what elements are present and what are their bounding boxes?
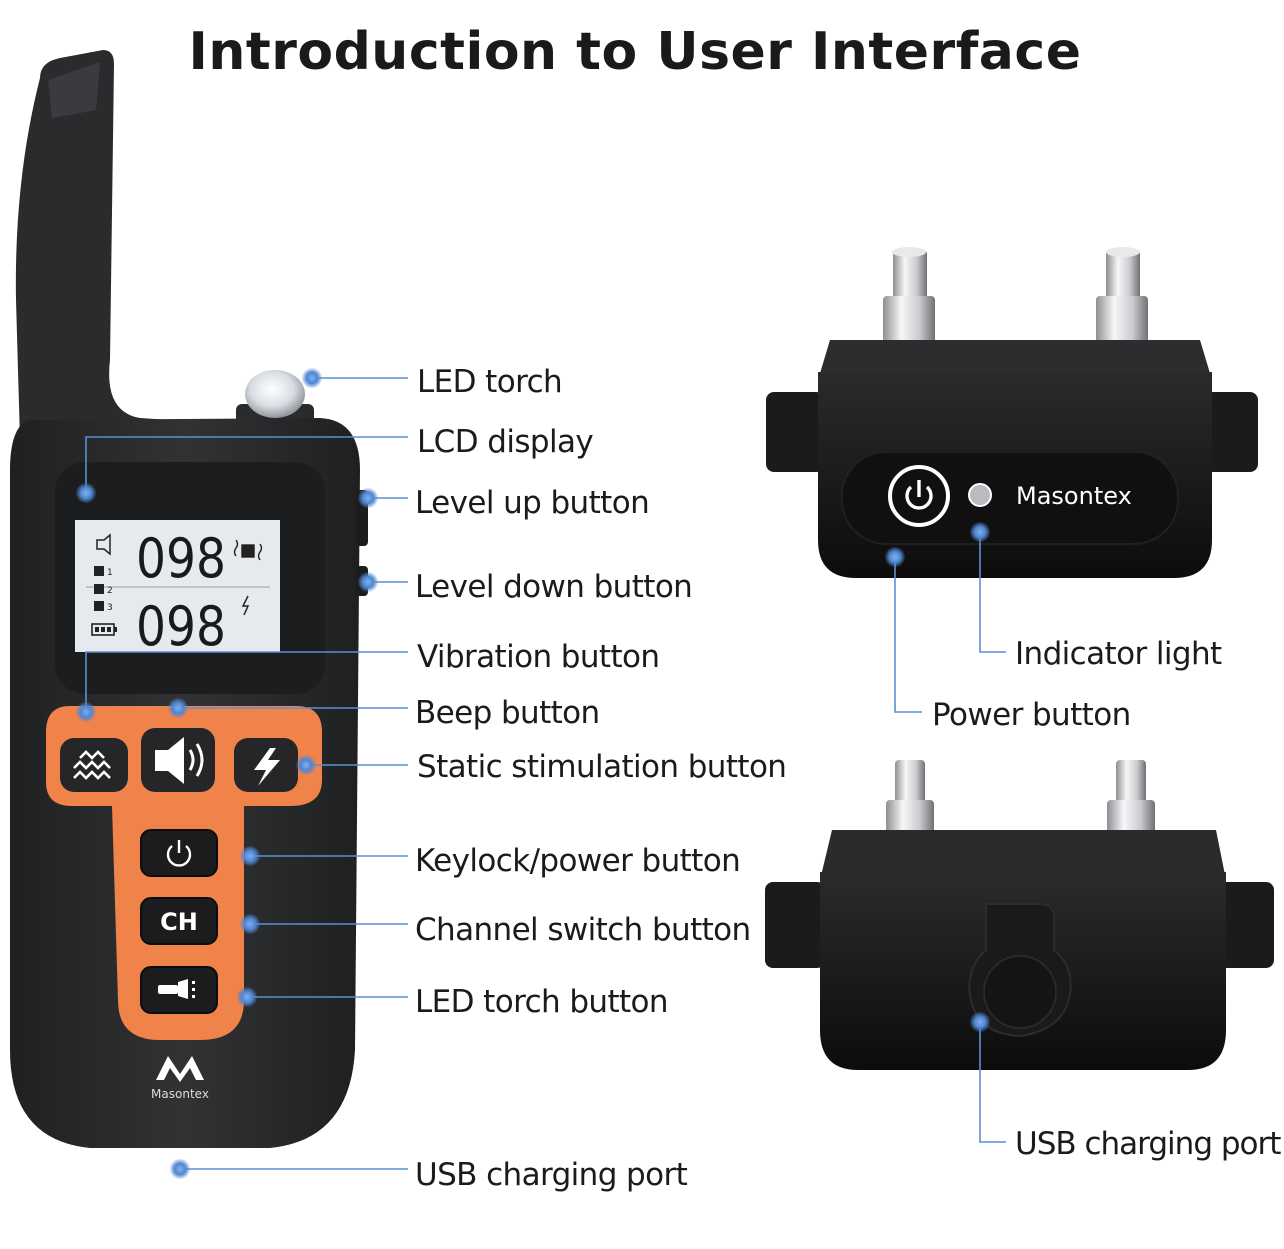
brand-logo-icon: [156, 1056, 204, 1082]
label-usb-remote: USB charging port: [415, 1157, 688, 1193]
contact-pin-right: [1096, 247, 1148, 356]
label-level-down: Level down button: [415, 569, 693, 605]
lightning-icon: [254, 748, 280, 786]
power-icon: [166, 840, 192, 867]
callout-dot-level-down: [358, 572, 378, 592]
channel-button-label: CH: [160, 908, 198, 936]
indicator-light: [968, 483, 992, 507]
channel-switch-button: [140, 897, 218, 945]
strap-loop-left-back: [765, 882, 825, 968]
collar-back-top-face: [820, 830, 1226, 880]
callout-dot-static: [296, 755, 316, 775]
callout-dot-torch-button: [237, 987, 257, 1007]
callout-dot-vibration: [76, 702, 96, 722]
power-icon: [905, 480, 933, 510]
strap-loop-right: [1200, 392, 1258, 472]
lcd-channel-2: 2: [107, 586, 113, 596]
label-level-up: Level up button: [415, 485, 650, 521]
lcd-vibration-icon: [233, 539, 263, 561]
callout-dot-keylock: [240, 846, 260, 866]
label-beep: Beep button: [415, 695, 600, 731]
label-static: Static stimulation button: [417, 749, 787, 785]
label-keylock-power: Keylock/power button: [415, 843, 741, 879]
collar-receiver-front: Masontex: [766, 247, 1258, 578]
lcd-static-icon: [241, 595, 250, 616]
collar-brand-text: Masontex: [1016, 482, 1132, 510]
strap-loop-left: [766, 392, 824, 472]
remote-antenna: [15, 50, 170, 440]
callout-dot-usb-remote: [170, 1159, 190, 1179]
callout-dot-usb-collar: [970, 1012, 990, 1032]
page-title: Introduction to User Interface: [188, 22, 1082, 82]
callout-dot-beep: [168, 698, 188, 718]
callout-dot-lcd: [76, 483, 96, 503]
label-indicator-light: Indicator light: [1015, 636, 1222, 672]
label-channel-switch: Channel switch button: [415, 912, 751, 948]
collar-power-button: [888, 465, 950, 527]
collar-top-face: [818, 340, 1212, 380]
callout-dot-indicator: [970, 522, 990, 542]
label-usb-collar: USB charging port: [1015, 1126, 1281, 1162]
remote-transmitter: 1 2 3 098 098: [10, 50, 368, 1148]
callout-dot-channel: [240, 914, 260, 934]
contact-pin-left: [883, 247, 935, 356]
label-vibration: Vibration button: [417, 639, 660, 675]
lcd-bottom-digits: 098: [136, 595, 226, 658]
flashlight-icon: [158, 979, 195, 999]
vibration-icon: [73, 750, 111, 780]
callout-lines: [85, 377, 1006, 1170]
label-lcd-display: LCD display: [417, 424, 594, 460]
brand-logo-text: Masontex: [151, 1087, 209, 1101]
callout-dot-led-torch: [302, 368, 322, 388]
antenna-highlight: [48, 62, 100, 118]
strap-loop-right-back: [1214, 882, 1274, 968]
label-led-torch: LED torch: [417, 364, 563, 400]
lcd-channel-1: 1: [107, 568, 113, 578]
label-power-button: Power button: [932, 697, 1131, 733]
collar-receiver-back: [765, 760, 1274, 1070]
callout-dot-level-up: [358, 488, 378, 508]
collar-panel: [841, 451, 1179, 545]
label-led-torch-button: LED torch button: [415, 984, 669, 1020]
lcd-channel-3: 3: [107, 603, 113, 613]
callout-dots: [76, 368, 990, 1179]
callout-dot-power: [885, 547, 905, 567]
lcd-top-digits: 098: [136, 527, 226, 590]
speaker-icon: [155, 737, 204, 784]
